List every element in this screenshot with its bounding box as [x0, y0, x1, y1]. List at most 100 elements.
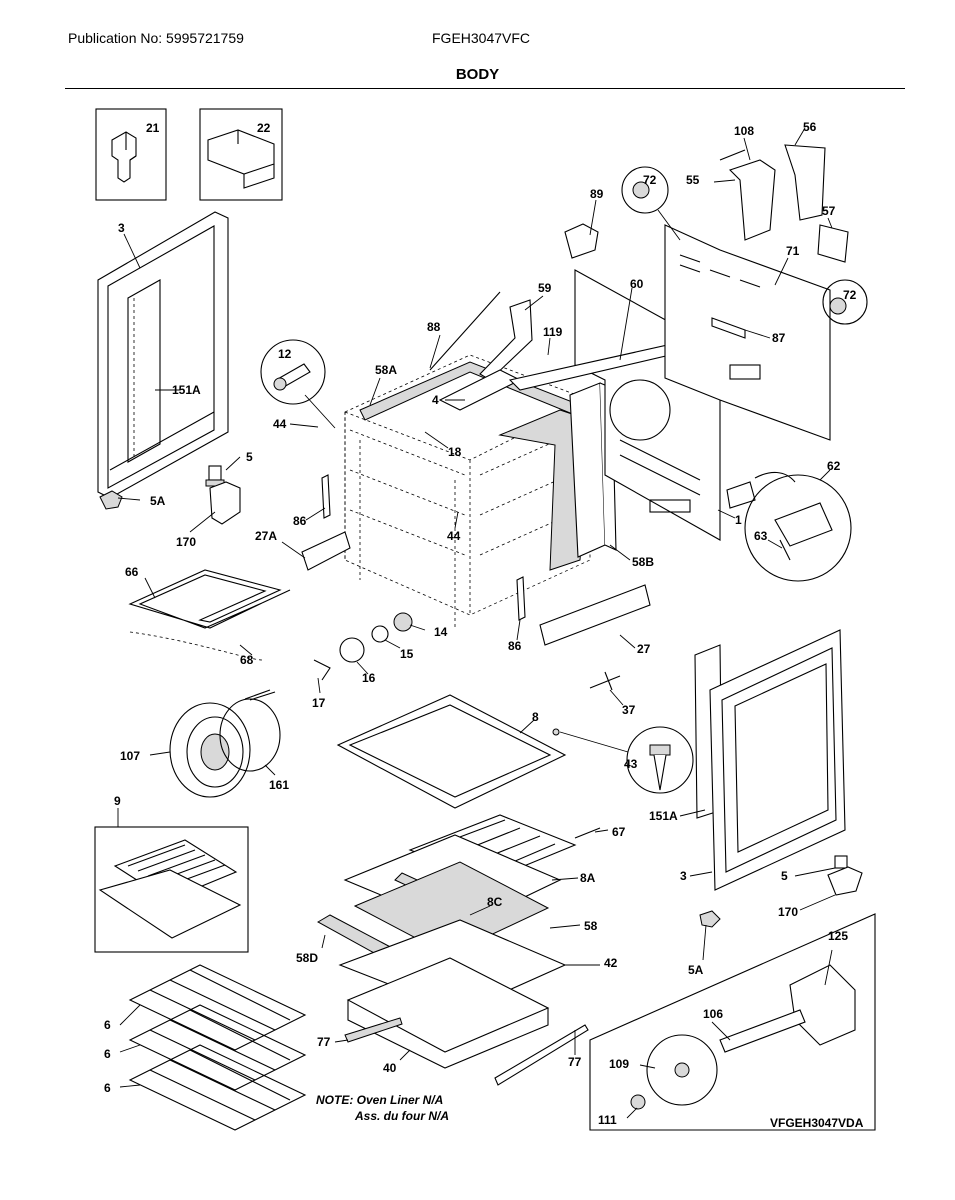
- callout-72-right: 72: [843, 288, 857, 302]
- oven-liner-note: NOTE: Oven Liner N/A: [316, 1093, 443, 1107]
- callout-12: 12: [278, 347, 292, 361]
- callout-59: 59: [538, 281, 552, 295]
- terminal-block: [726, 471, 852, 582]
- callout-5-left: 5: [246, 450, 253, 464]
- callout-3-left: 3: [118, 221, 125, 235]
- callout-27: 27: [637, 642, 651, 656]
- model-number: FGEH3047VFC: [432, 30, 531, 46]
- callout-170-left: 170: [176, 535, 196, 549]
- bracket-86-left: [321, 474, 331, 519]
- callout-5-right: 5: [781, 869, 788, 883]
- callout-9: 9: [114, 794, 121, 808]
- back-panel-71: [664, 224, 831, 441]
- nut-111: [630, 1094, 646, 1110]
- screw-43-detail: [552, 726, 694, 794]
- control-bracket-group: [719, 144, 849, 263]
- callout-63: 63: [754, 529, 768, 543]
- callout-111: 111: [598, 1113, 617, 1127]
- callout-68: 68: [240, 653, 254, 667]
- callout-87: 87: [772, 331, 786, 345]
- callout-119: 119: [543, 325, 563, 339]
- callout-58A: 58A: [375, 363, 397, 377]
- part-22-inset: [199, 108, 283, 201]
- callout-161: 161: [269, 778, 289, 792]
- bracket-86-right: [516, 576, 526, 621]
- callout-60: 60: [630, 277, 644, 291]
- callout-14: 14: [434, 625, 448, 639]
- drawer-40: [346, 957, 550, 1069]
- leader-lines: [117, 127, 836, 1119]
- callout-66: 66: [125, 565, 139, 579]
- callout-16: 16: [362, 671, 376, 685]
- callout-5A-right: 5A: [688, 963, 704, 977]
- part-12-detail: [260, 339, 336, 429]
- callout-151A-left: 151A: [172, 383, 201, 397]
- callout-151A-right: 151A: [649, 809, 678, 823]
- callout-18: 18: [448, 445, 462, 459]
- callout-107: 107: [120, 749, 140, 763]
- callout-86-left: 86: [293, 514, 307, 528]
- vent-duct: [429, 291, 533, 411]
- callout-5A-left: 5A: [150, 494, 166, 508]
- callout-71: 71: [786, 244, 800, 258]
- leveling-leg-right: [827, 855, 863, 896]
- bracket-27A: [301, 531, 351, 571]
- callout-15: 15: [400, 647, 414, 661]
- callout-108: 108: [734, 124, 754, 138]
- bracket-89: [564, 223, 599, 259]
- callout-27A: 27A: [255, 529, 277, 543]
- wire-68: [129, 631, 263, 661]
- callout-57: 57: [822, 204, 836, 218]
- callout-6-top: 6: [104, 1018, 111, 1032]
- callout-21: 21: [146, 121, 160, 135]
- convection-cover-107: [169, 702, 251, 798]
- oven-lamp: [313, 612, 413, 681]
- callout-86-right: 86: [508, 639, 522, 653]
- callout-89: 89: [590, 187, 604, 201]
- callout-55: 55: [686, 173, 700, 187]
- left-side-panel: [97, 211, 229, 499]
- fan-blade-109: [646, 1034, 718, 1106]
- bracket-5A-left: [99, 490, 123, 510]
- part-9-inset: [94, 826, 249, 953]
- knob-72-top: [621, 166, 669, 214]
- callout-72-top: 72: [643, 173, 657, 187]
- callout-56: 56: [803, 120, 817, 134]
- callout-44-upper: 44: [273, 417, 287, 431]
- callout-62: 62: [827, 459, 841, 473]
- publication-number: Publication No: 5995721759: [68, 30, 244, 46]
- diagram-code: VFGEH3047VDA: [770, 1116, 864, 1130]
- callout-109: 109: [609, 1057, 629, 1071]
- bake-element: [128, 569, 291, 629]
- callout-106: 106: [703, 1007, 723, 1021]
- callout-58: 58: [584, 919, 598, 933]
- right-side-panel: [694, 629, 846, 891]
- callout-8C: 8C: [487, 895, 503, 909]
- bracket-27: [539, 584, 651, 646]
- callout-58B: 58B: [632, 555, 654, 569]
- callout-4: 4: [432, 393, 439, 407]
- callout-77-right: 77: [568, 1055, 582, 1069]
- leveling-leg-left: [205, 465, 225, 487]
- ring-element-161: [219, 689, 281, 772]
- knob-72-right: [822, 279, 868, 325]
- oven-racks: [128, 964, 307, 1131]
- callout-1: 1: [735, 513, 742, 527]
- callout-8A: 8A: [580, 871, 596, 885]
- callout-6-middle: 6: [104, 1047, 111, 1061]
- oven-liner-note-fr: Ass. du four N/A: [354, 1109, 449, 1123]
- callout-8: 8: [532, 710, 539, 724]
- callout-67: 67: [612, 825, 626, 839]
- callout-58D: 58D: [296, 951, 318, 965]
- callout-17: 17: [312, 696, 326, 710]
- callout-77-left: 77: [317, 1035, 331, 1049]
- callout-170-right: 170: [778, 905, 798, 919]
- section-title: BODY: [455, 66, 500, 83]
- callout-3-right: 3: [680, 869, 687, 883]
- slides-77: [344, 1017, 589, 1086]
- callout-6-bottom: 6: [104, 1081, 111, 1095]
- bracket-5A-right: [699, 910, 721, 928]
- callout-88: 88: [427, 320, 441, 334]
- callout-40: 40: [383, 1061, 397, 1075]
